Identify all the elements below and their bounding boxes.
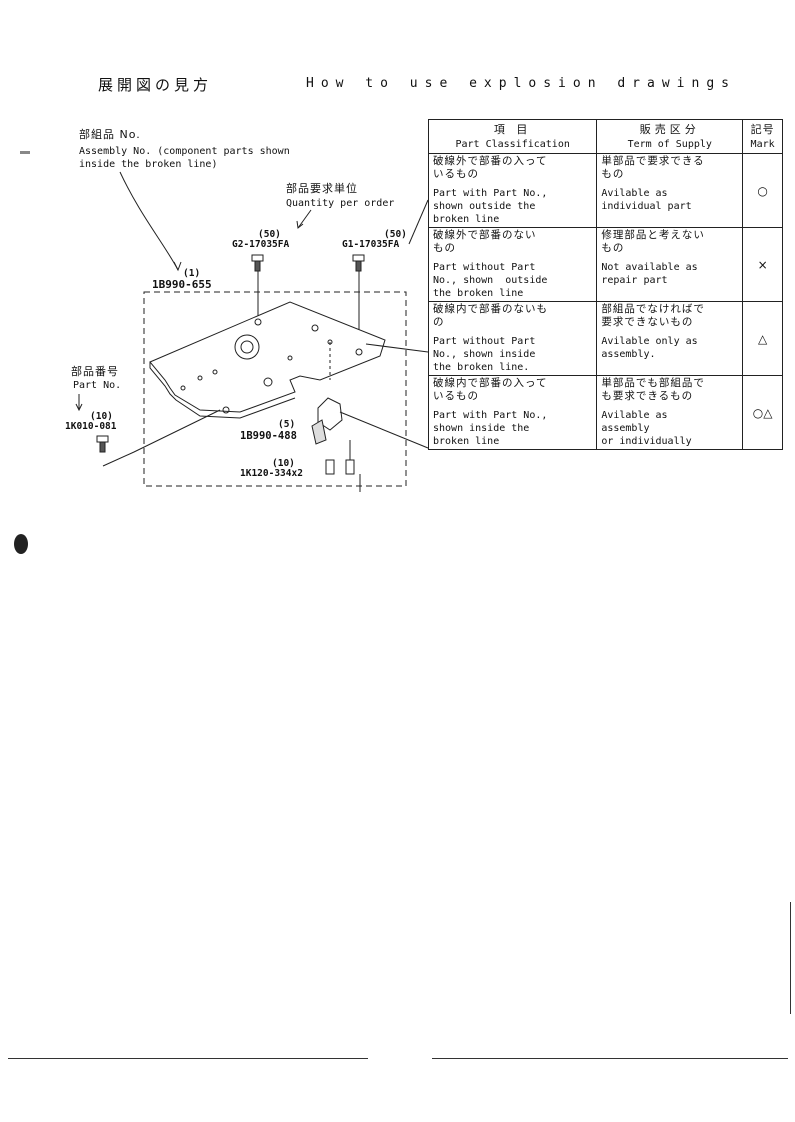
exploded-drawing bbox=[75, 171, 429, 492]
title-japanese: 展開図の見方 bbox=[98, 76, 213, 94]
screw-right-qty: (50) bbox=[384, 229, 407, 240]
screw-left-part-no: G2-17035FA bbox=[232, 239, 290, 250]
screw-left-qty: (50) bbox=[258, 229, 281, 240]
leader-qty bbox=[297, 209, 312, 229]
screw-part-icon bbox=[96, 435, 109, 443]
header-classification-jp: 項 目 bbox=[427, 119, 598, 138]
bottom-rule-right bbox=[432, 1058, 788, 1059]
leader-table-row3 bbox=[365, 343, 429, 353]
header-mark-jp: 記号 bbox=[742, 119, 783, 138]
qty-label-en: Quantity per order bbox=[286, 198, 395, 209]
bottom-screw-part-no: 1K120-334x2 bbox=[240, 468, 303, 479]
header-mark-en: Mark bbox=[742, 138, 783, 154]
bottom-screw-qty: (10) bbox=[272, 458, 295, 469]
title-english: How to use explosion drawings bbox=[306, 76, 736, 91]
assembly-qty: (1) bbox=[183, 268, 201, 279]
leader-table-row4 bbox=[339, 411, 429, 449]
main-plate-icon bbox=[149, 301, 386, 413]
part-qty: (10) bbox=[90, 411, 113, 422]
header-supply-jp: 販売区分 bbox=[596, 119, 744, 138]
legend-table: 項 目 販売区分 記号 Part Classification Term of … bbox=[427, 119, 783, 450]
legend-row: 破線外で部番の入っているもの Part with Part No.,shown … bbox=[427, 153, 783, 228]
leader-table-row1 bbox=[408, 199, 429, 245]
leader-assembly bbox=[119, 171, 179, 271]
part-label-jp: 部品番号 bbox=[71, 365, 119, 378]
bottom-rule-left bbox=[8, 1058, 368, 1059]
qty-label-jp: 部品要求単位 bbox=[286, 182, 358, 195]
bottom-screw-icon bbox=[325, 459, 335, 475]
mark-cross: × bbox=[742, 227, 783, 302]
screw-right-icon bbox=[352, 254, 365, 262]
legend-row: 破線内で部番の入っているもの Part with Part No.,shown … bbox=[427, 375, 783, 450]
assembly-label-en: Assembly No. (component parts shown bbox=[79, 146, 290, 157]
margin-mark bbox=[20, 151, 30, 154]
mark-circle: ○ bbox=[742, 153, 783, 228]
binding-hole-mark bbox=[14, 534, 28, 554]
leader-assembly-arrow bbox=[173, 261, 182, 272]
part-no: 1K010-081 bbox=[65, 421, 117, 432]
sub-assembly-part-no: 1B990-488 bbox=[240, 430, 297, 442]
mark-triangle: △ bbox=[742, 301, 783, 376]
assembly-label-en-2: inside the broken line) bbox=[79, 159, 218, 170]
part-label-en: Part No. bbox=[73, 380, 122, 391]
header-supply-en: Term of Supply bbox=[596, 138, 744, 154]
assembly-part-no: 1B990-655 bbox=[152, 278, 212, 291]
broken-line-boundary bbox=[143, 291, 407, 487]
header-classification-en: Part Classification bbox=[427, 138, 598, 154]
assembly-label-jp: 部組品 No. bbox=[79, 128, 141, 141]
screw-right-part-no: G1-17035FA bbox=[342, 239, 400, 250]
right-edge-line bbox=[790, 902, 791, 1014]
sub-assembly-qty: (5) bbox=[278, 419, 296, 430]
screw-left-icon bbox=[251, 254, 264, 262]
mark-circle-triangle: ○△ bbox=[742, 375, 783, 450]
